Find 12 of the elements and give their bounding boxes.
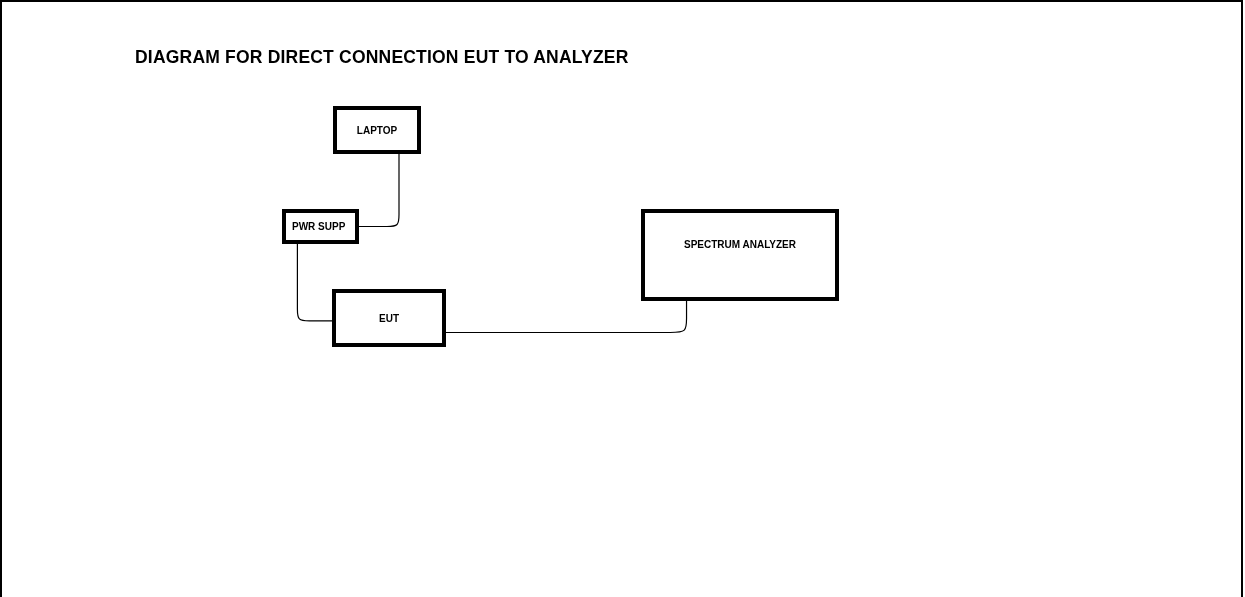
diagram-title: DIAGRAM FOR DIRECT CONNECTION EUT TO ANALYZER: [135, 47, 629, 68]
box-label: EUT: [379, 312, 399, 324]
equipment-box: [332, 289, 446, 347]
box-label: LAPTOP: [356, 124, 398, 136]
box-label: SPECTRUM ANALYZER: [683, 239, 796, 250]
cable-line: [445, 300, 688, 334]
cable-line: [358, 153, 400, 228]
box-label: PWR SUPP: [292, 221, 346, 232]
equipment-box: [333, 106, 421, 154]
equipment-box: [282, 209, 359, 244]
equipment-box: [641, 209, 839, 301]
cable-line: [296, 243, 333, 322]
